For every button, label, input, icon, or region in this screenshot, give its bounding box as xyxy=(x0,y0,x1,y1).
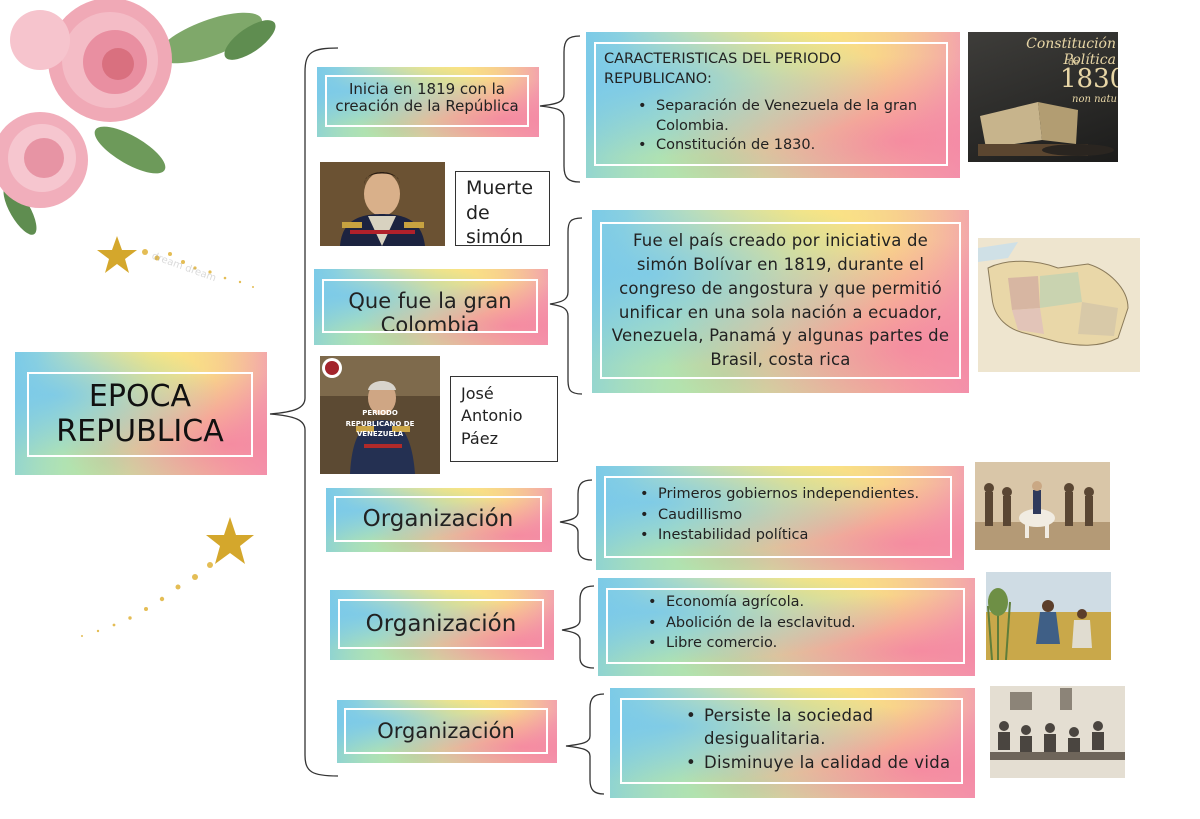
org2-list: Economía agrícola. Abolición de la escla… xyxy=(644,592,955,654)
org2-node: Organización xyxy=(330,590,554,660)
org1-inner: Primeros gobiernos independientes. Caudi… xyxy=(604,476,952,558)
org3-inner: Persiste la sociedad desigualitaria. Dis… xyxy=(620,698,963,784)
list-item: Libre comercio. xyxy=(644,633,955,654)
inicia-text: Inicia en 1819 con la creación de la Rep… xyxy=(325,75,529,127)
jose-box: José Antonio Páez xyxy=(450,376,558,462)
rose-decoration xyxy=(0,0,290,240)
gran-colombia-description-box: Fue el país creado por iniciativa de sim… xyxy=(592,210,969,393)
agriculture-image xyxy=(986,572,1111,660)
shooting-star-decoration xyxy=(95,230,270,305)
constitucion-sub: non natu xyxy=(1072,94,1117,105)
caudillos-image xyxy=(975,462,1110,550)
central-node: EPOCA REPUBLICA xyxy=(15,352,267,475)
org1-node: Organización xyxy=(326,488,552,552)
characteristics-box: CARACTERISTICAS DEL PERIODO REPUBLICANO:… xyxy=(586,32,960,178)
org1-box: Primeros gobiernos independientes. Caudi… xyxy=(596,466,964,570)
list-item: Disminuye la calidad de vida xyxy=(682,751,953,775)
paez-portrait: PERIODO REPUBLICANO DE VENEZUELA xyxy=(320,356,440,474)
muerte-box: Muerte de simón Bolívar xyxy=(455,171,550,246)
list-item: Abolición de la esclavitud. xyxy=(644,613,955,634)
characteristics-inner: CARACTERISTICAS DEL PERIODO REPUBLICANO:… xyxy=(594,42,948,166)
characteristics-heading: CARACTERISTICAS DEL PERIODO REPUBLICANO: xyxy=(604,51,842,87)
central-title: EPOCA REPUBLICA xyxy=(27,372,253,457)
shooting-star-decoration-2 xyxy=(70,515,260,645)
list-item: Constitución de 1830. xyxy=(634,136,938,156)
gran-colombia-node: Que fue la gran Colombia xyxy=(314,269,548,345)
muerte-text: Muerte de simón Bolívar xyxy=(466,177,534,246)
list-item: Economía agrícola. xyxy=(644,592,955,613)
org2-title: Organización xyxy=(338,599,544,649)
classroom-image xyxy=(990,686,1125,778)
org3-title: Organización xyxy=(344,708,548,754)
map-image xyxy=(978,238,1140,372)
constitucion-de: de xyxy=(1068,58,1080,68)
org1-list: Primeros gobiernos independientes. Caudi… xyxy=(636,484,942,546)
org1-title: Organización xyxy=(334,496,542,542)
org3-list: Persiste la sociedad desigualitaria. Dis… xyxy=(682,704,953,775)
jose-text: José Antonio Páez xyxy=(461,384,523,448)
gran-colombia-description: Fue el país creado por iniciativa de sim… xyxy=(600,222,961,379)
constitucion-title: Constitución Política xyxy=(1026,36,1116,68)
constitucion-year: 1830 xyxy=(1060,64,1118,94)
org2-box: Economía agrícola. Abolición de la escla… xyxy=(598,578,975,676)
constitucion-image: Constitución Política de 1830 non natu xyxy=(968,32,1118,162)
inicia-node: Inicia en 1819 con la creación de la Rep… xyxy=(317,67,539,137)
org2-inner: Economía agrícola. Abolición de la escla… xyxy=(606,588,965,664)
list-item: Primeros gobiernos independientes. xyxy=(636,484,942,505)
list-item: Inestabilidad política xyxy=(636,525,942,546)
gran-colombia-title: Que fue la gran Colombia xyxy=(322,279,538,333)
org3-box: Persiste la sociedad desigualitaria. Dis… xyxy=(610,688,975,798)
list-item: Persiste la sociedad desigualitaria. xyxy=(682,704,953,751)
list-item: Separación de Venezuela de la gran Colom… xyxy=(634,97,938,136)
bolivar-portrait xyxy=(320,162,445,246)
paez-caption: PERIODO REPUBLICANO DE VENEZUELA xyxy=(345,409,415,438)
characteristics-list: Separación de Venezuela de la gran Colom… xyxy=(604,97,938,156)
list-item: Caudillismo xyxy=(636,505,942,526)
org3-node: Organización xyxy=(337,700,557,763)
